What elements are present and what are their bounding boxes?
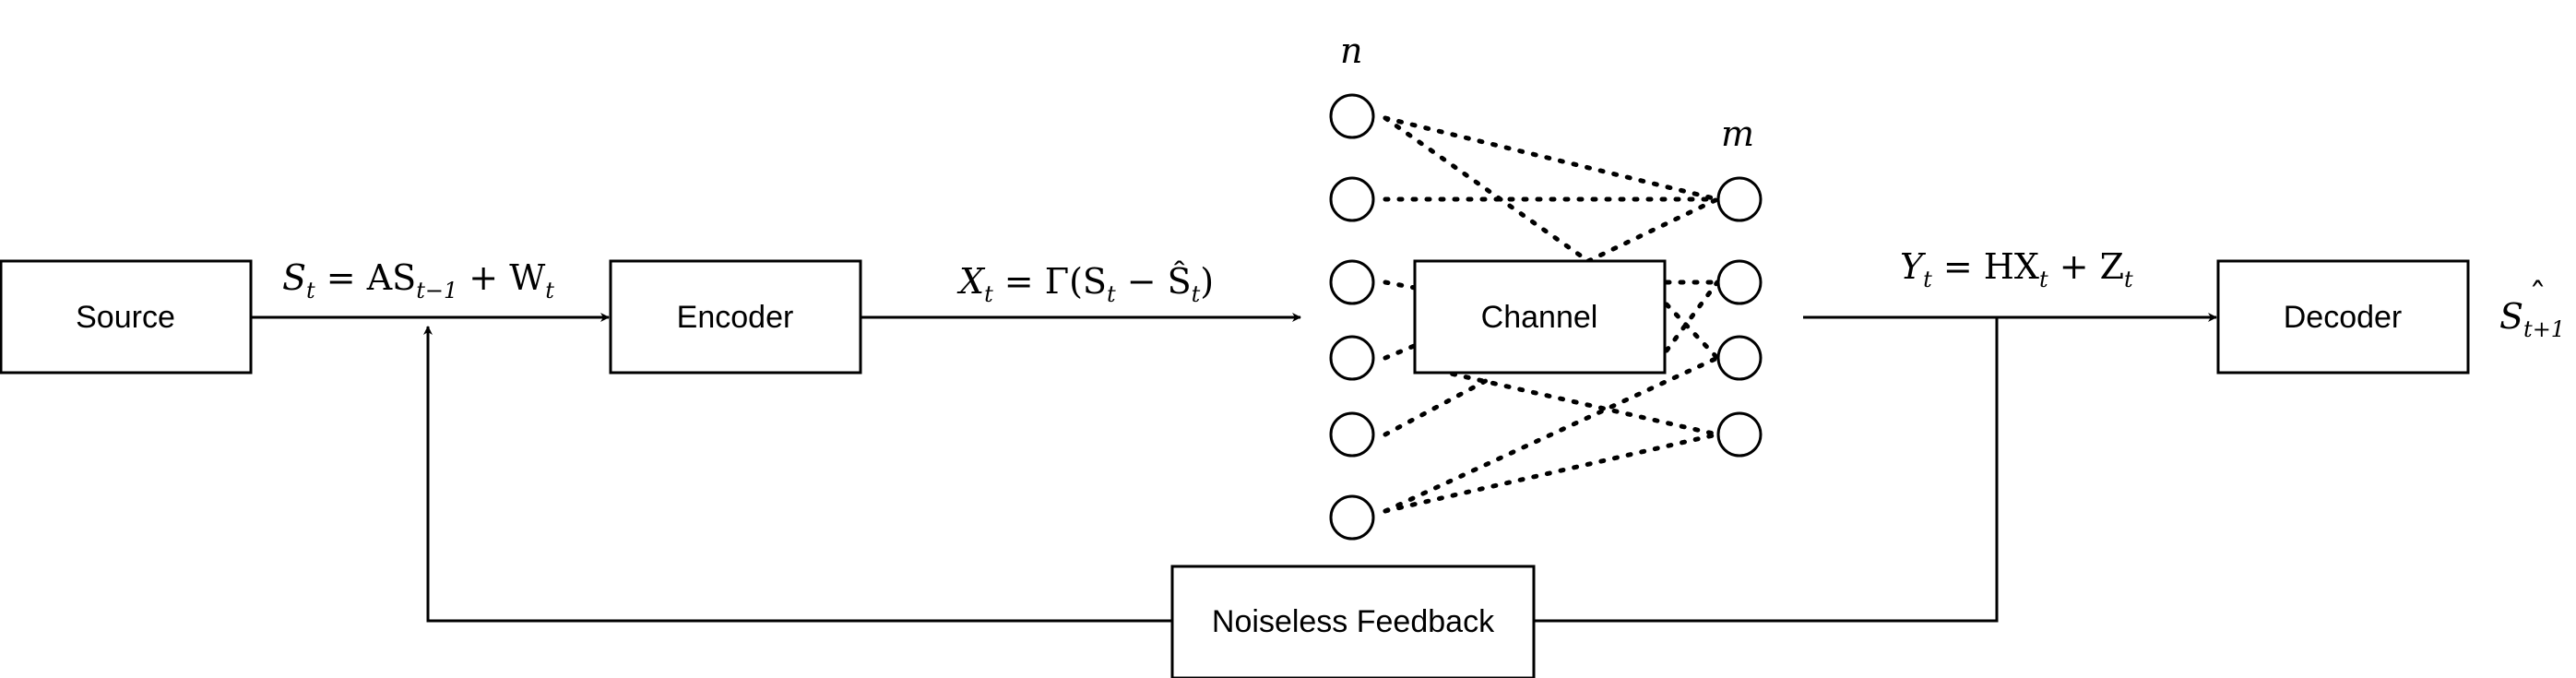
decoder-label: Decoder xyxy=(2284,300,2403,335)
channel-block[interactable]: Channel xyxy=(1413,259,1667,375)
channel-output-equation: Yt = HXt + Zt xyxy=(1900,246,2133,292)
output-node xyxy=(1716,176,1763,222)
encoder-block[interactable]: Encoder xyxy=(609,259,862,375)
feedback-block[interactable]: Noiseless Feedback xyxy=(1170,565,1536,678)
output-node xyxy=(1716,335,1763,381)
input-node xyxy=(1329,494,1375,541)
output-node xyxy=(1716,411,1763,458)
encoder-label: Encoder xyxy=(677,300,794,335)
encoder-equation: Xt = Γ(St − Ŝt) xyxy=(956,261,1214,307)
n-label: n xyxy=(1340,30,1362,71)
output-node xyxy=(1716,259,1763,305)
feedback-to-source-arrow xyxy=(423,326,1172,623)
feedback-label: Noiseless Feedback xyxy=(1212,604,1495,639)
decoder-block[interactable]: Decoder xyxy=(2216,259,2470,375)
feedback-return-wire xyxy=(1534,317,1999,623)
input-node xyxy=(1329,259,1375,305)
estimate-hat: ˆ xyxy=(2529,276,2546,316)
decoder-output-estimate: St+1 xyxy=(2499,296,2565,342)
output-nodes xyxy=(1716,176,1763,458)
input-node xyxy=(1329,176,1375,222)
input-node xyxy=(1329,411,1375,458)
input-node xyxy=(1329,335,1375,381)
channel-label: Channel xyxy=(1481,300,1598,335)
input-node xyxy=(1329,93,1375,139)
source-block[interactable]: Source xyxy=(0,259,253,375)
source-equation: St = ASt−1 + Wt xyxy=(282,257,554,303)
m-label: m xyxy=(1721,113,1754,154)
source-label: Source xyxy=(76,300,175,335)
input-nodes xyxy=(1329,93,1375,541)
channel-connections xyxy=(1383,115,1720,514)
